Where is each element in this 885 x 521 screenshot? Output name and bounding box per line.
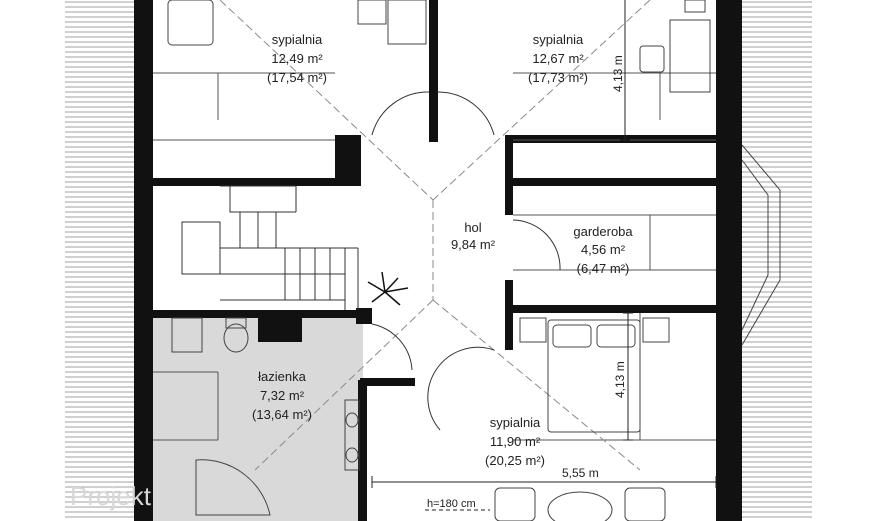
- outer-wall-right: [716, 0, 742, 521]
- wall-top-center: [429, 0, 438, 142]
- room-name: hol: [464, 220, 481, 235]
- wall-left-h: [153, 178, 361, 186]
- wall-pier-left: [335, 135, 361, 183]
- room-area: 4,56 m²: [581, 242, 626, 257]
- roof-hatch-right: [742, 1, 812, 518]
- roof-hatch-left: [65, 1, 134, 518]
- wall-right-v1: [505, 135, 513, 215]
- room-name: sypialnia: [490, 415, 541, 430]
- dimension-bottom-width: 5,55 m: [562, 466, 599, 480]
- plant-icon: [367, 271, 409, 306]
- wall-bath-pier: [356, 308, 372, 324]
- room-area-total: (6,47 m²): [577, 261, 630, 276]
- wall-right-h1: [505, 178, 717, 186]
- watermark-text: Projekt: [70, 481, 152, 511]
- furniture: [167, 0, 711, 521]
- room-area-total: (20,25 m²): [485, 453, 545, 468]
- ridge-lines: [219, 0, 651, 471]
- bay-window: [741, 144, 781, 346]
- room-area: 12,67 m²: [532, 51, 584, 66]
- room-area-total: (13,64 m²): [252, 407, 312, 422]
- room-bottom-right: sypialnia 11,90 m² (20,25 m²): [485, 415, 545, 468]
- room-top-right: sypialnia 12,67 m² (17,73 m²): [528, 32, 588, 85]
- wall-hall-low: [360, 378, 415, 386]
- wall-bath-right: [358, 380, 367, 521]
- wall-right-h2: [505, 305, 717, 313]
- room-name: łazienka: [258, 369, 306, 384]
- wall-right-v2: [505, 280, 513, 350]
- room-area: 7,32 m²: [260, 388, 305, 403]
- room-hall: hol 9,84 m²: [451, 220, 496, 252]
- room-area: 11,90 m²: [490, 434, 541, 449]
- outer-wall-left: [134, 0, 153, 521]
- room-area-total: (17,54 m²): [267, 70, 327, 85]
- room-top-left: sypialnia 12,49 m² (17,54 m²): [267, 32, 327, 85]
- wall-right-h-top: [505, 135, 717, 143]
- room-wardrobe: garderoba 4,56 m² (6,47 m²): [573, 224, 633, 276]
- headroom-label: h=180 cm: [427, 498, 476, 510]
- staircase: [181, 185, 359, 310]
- dimension-lines: [371, 0, 717, 511]
- room-area-total: (17,73 m²): [528, 70, 588, 85]
- door-swings: [371, 91, 561, 431]
- room-name: sypialnia: [533, 32, 584, 47]
- room-bathroom: łazienka 7,32 m² (13,64 m²): [252, 369, 312, 422]
- room-area: 12,49 m²: [271, 51, 323, 66]
- dimension-bottom-right: 4,13 m: [613, 361, 627, 398]
- dimension-top-right: 4,13 m: [611, 55, 625, 92]
- wall-bath-block: [258, 312, 302, 342]
- room-name: garderoba: [573, 224, 633, 239]
- room-area: 9,84 m²: [451, 237, 496, 252]
- room-name: sypialnia: [272, 32, 323, 47]
